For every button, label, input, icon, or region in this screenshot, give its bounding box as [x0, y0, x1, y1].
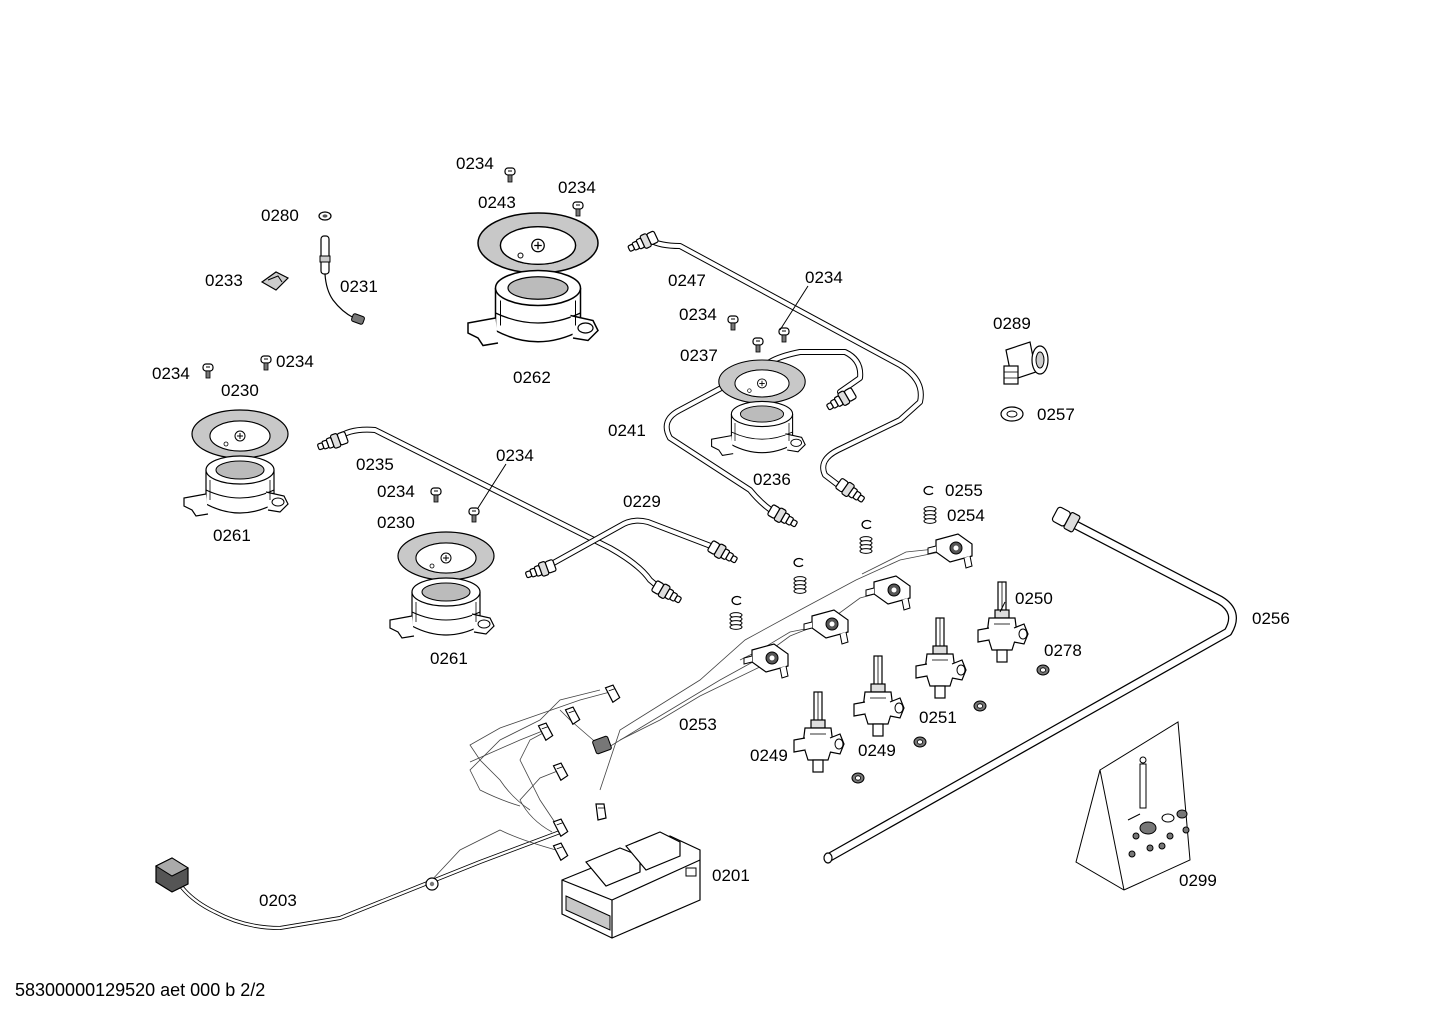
burner-small [711, 359, 806, 456]
ignition-module [561, 831, 701, 939]
label-0254: 0254 [947, 506, 985, 525]
label-0230: 0230 [221, 381, 259, 400]
label-0299: 0299 [1179, 871, 1217, 890]
gas-taps [793, 581, 1029, 773]
label-0234: 0234 [805, 268, 843, 287]
label-0250: 0250 [1015, 589, 1053, 608]
label-0251: 0251 [919, 708, 957, 727]
label-0261: 0261 [213, 526, 251, 545]
harness-connector [154, 857, 190, 893]
label-0249: 0249 [858, 741, 896, 760]
label-0235: 0235 [356, 455, 394, 474]
label-0249: 0249 [750, 746, 788, 765]
label-0234: 0234 [558, 178, 596, 197]
burner-large [467, 212, 599, 347]
label-0234: 0234 [276, 352, 314, 371]
label-0229: 0229 [623, 492, 661, 511]
ignition-harness [176, 689, 611, 930]
label-0278: 0278 [1044, 641, 1082, 660]
label-0289: 0289 [993, 314, 1031, 333]
leader-lines [477, 285, 1006, 613]
ignition-electrode [318, 211, 365, 325]
sealing-washer [1000, 406, 1024, 422]
part-labels: 0234 0243 0234 0280 0233 0231 0262 0247 … [152, 154, 1290, 910]
label-0236: 0236 [753, 470, 791, 489]
label-0247: 0247 [668, 271, 706, 290]
label-0243: 0243 [478, 193, 516, 212]
label-0237: 0237 [680, 346, 718, 365]
electrode-clip [260, 271, 290, 291]
spade-terminals [425, 683, 621, 891]
label-0234: 0234 [679, 305, 717, 324]
label-0234: 0234 [152, 364, 190, 383]
label-0234: 0234 [496, 446, 534, 465]
main-gas-pipe [823, 506, 1237, 864]
label-0201: 0201 [712, 866, 750, 885]
label-0257: 0257 [1037, 405, 1075, 424]
document-id-footer: 58300000129520 aet 000 b 2/2 [15, 980, 266, 1000]
label-0231: 0231 [340, 277, 378, 296]
label-0241: 0241 [608, 421, 646, 440]
burner-medium-left [183, 409, 289, 517]
label-0234: 0234 [456, 154, 494, 173]
label-0261: 0261 [430, 649, 468, 668]
label-0233: 0233 [205, 271, 243, 290]
label-0230: 0230 [377, 513, 415, 532]
elbow-fitting [1003, 341, 1049, 385]
label-0234: 0234 [377, 482, 415, 501]
label-0256: 0256 [1252, 609, 1290, 628]
accessory-bag [1075, 721, 1191, 891]
label-0280: 0280 [261, 206, 299, 225]
label-0203: 0203 [259, 891, 297, 910]
label-0255: 0255 [945, 481, 983, 500]
burner-medium-center [389, 531, 495, 639]
label-0262: 0262 [513, 368, 551, 387]
label-0253: 0253 [679, 715, 717, 734]
